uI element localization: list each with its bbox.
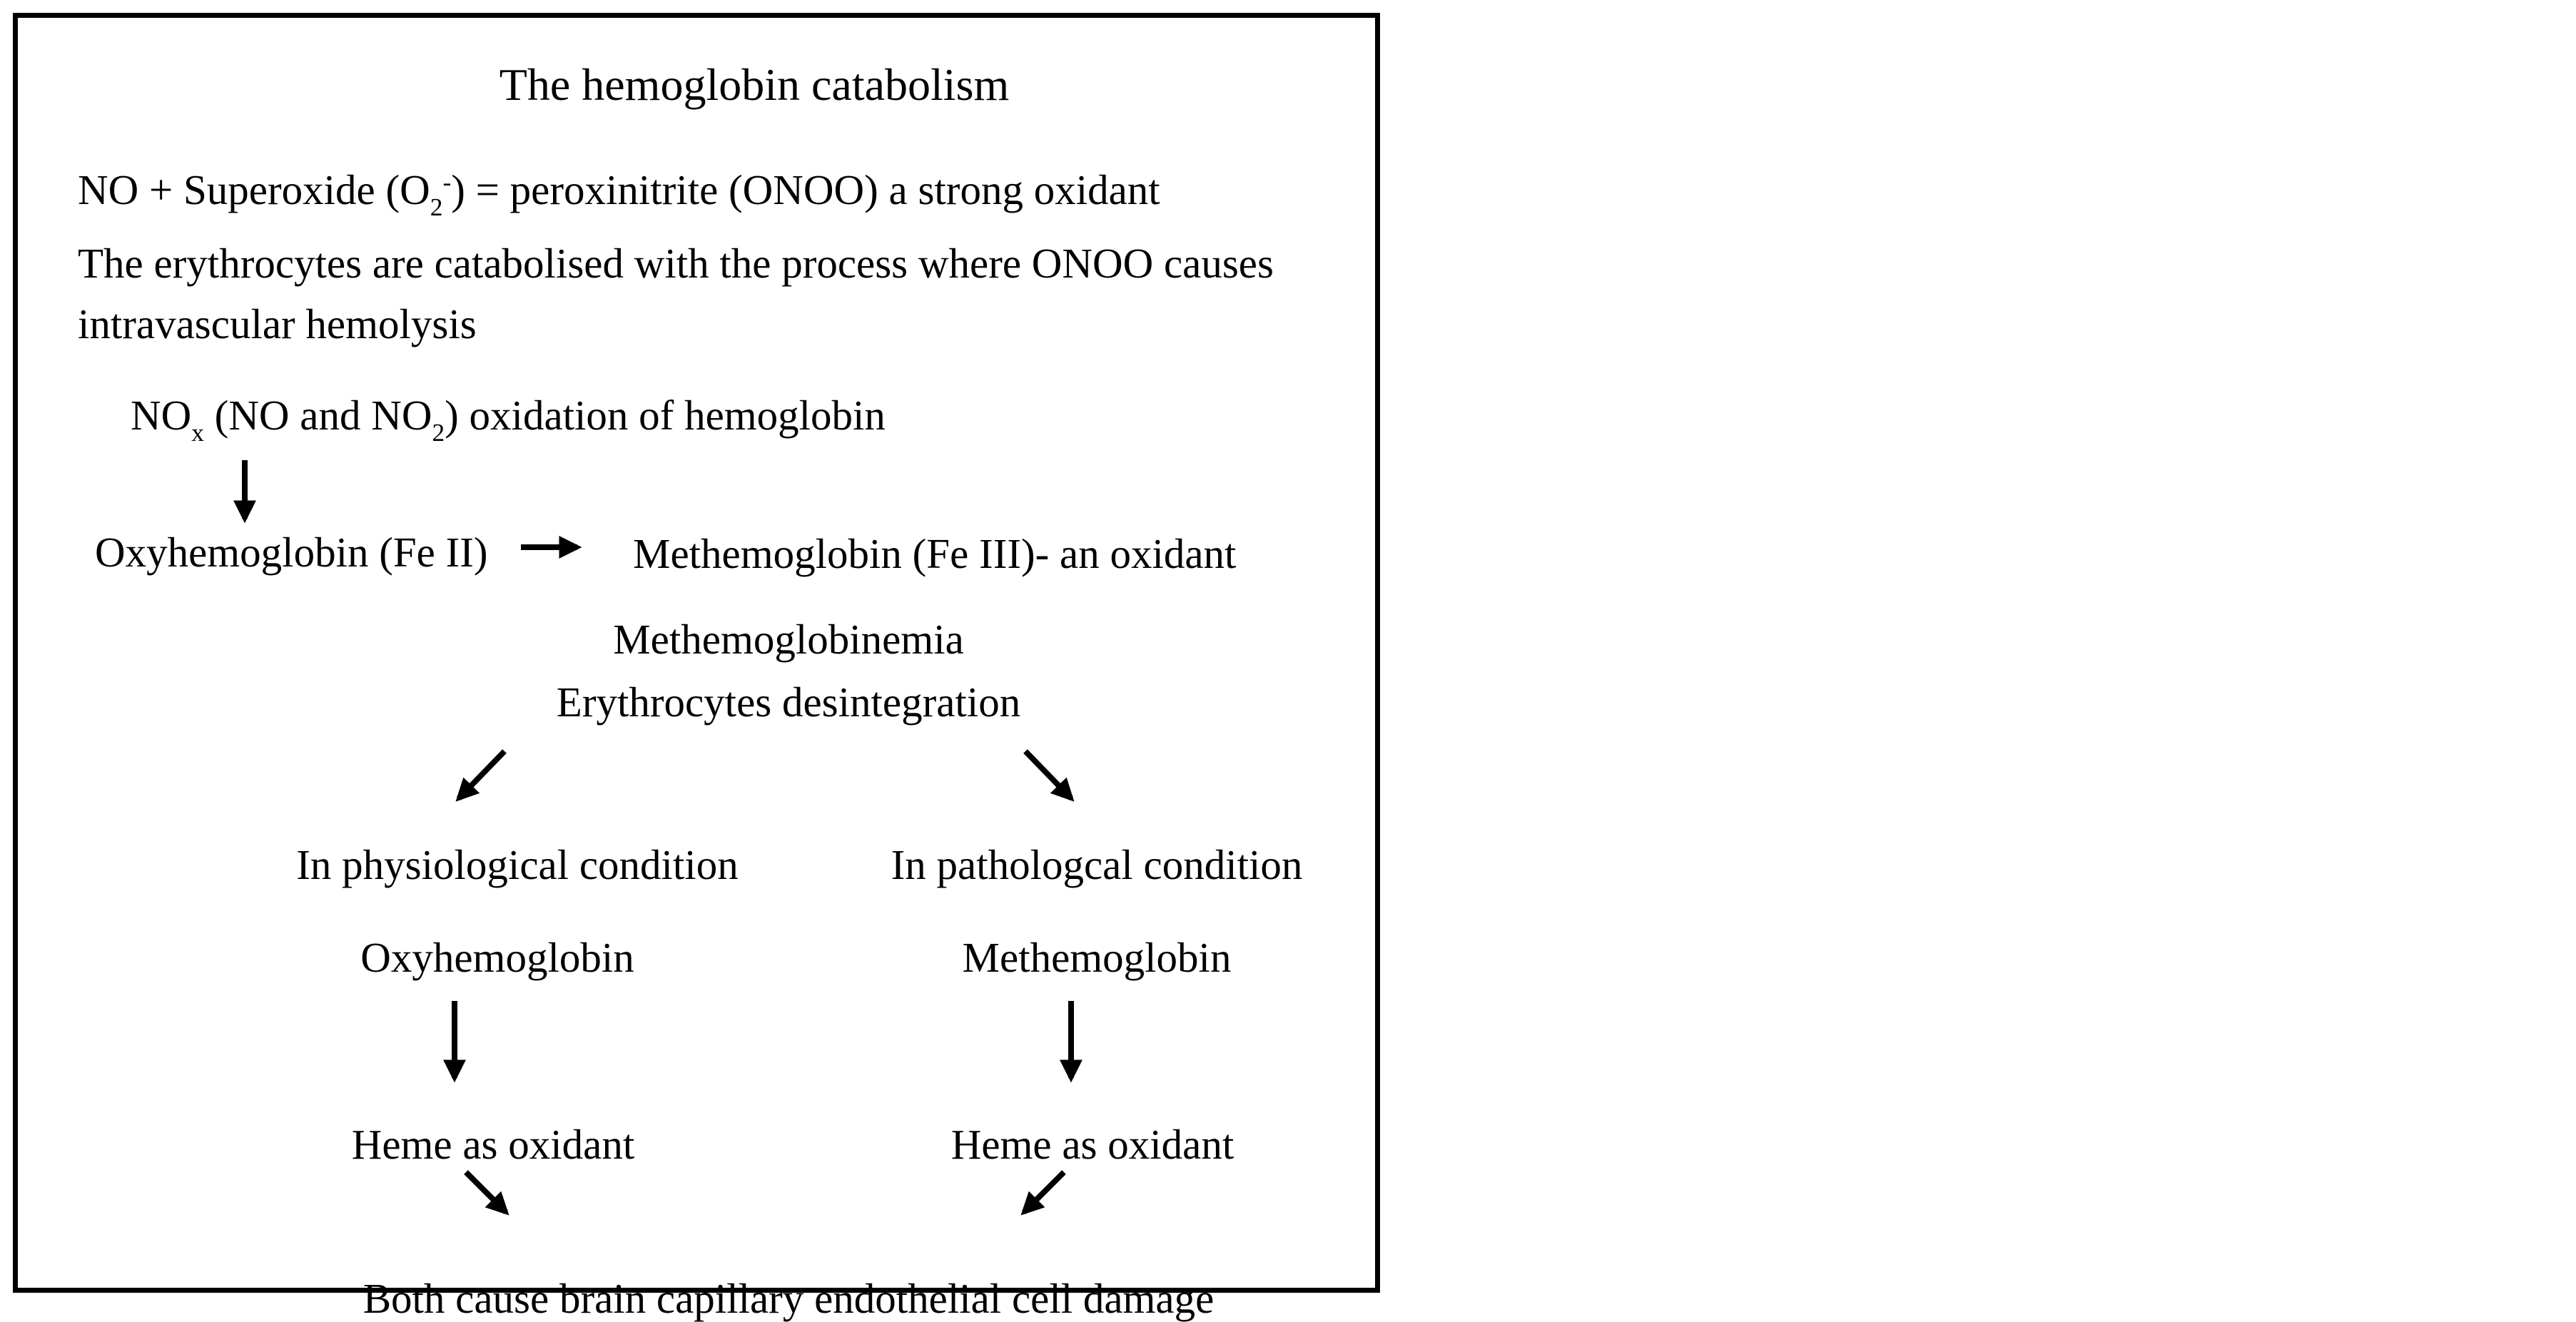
left-condition: In physiological condition — [296, 841, 739, 888]
diagram-title: The hemoglobin catabolism — [499, 59, 1010, 110]
erythrocytes-disintegration-label: Erythrocytes desintegration — [556, 678, 1021, 726]
methemoglobin-fe-iii: Methemoglobin (Fe III)- an oxidant — [633, 530, 1237, 577]
nox-text-1: NO — [131, 392, 192, 439]
right-molecule: Methemoglobin — [962, 934, 1232, 981]
reaction-subscript: 2 — [430, 192, 443, 221]
arrows-layer — [233, 460, 1082, 1216]
oxyhemoglobin-fe-ii: Oxyhemoglobin (Fe II) — [95, 529, 488, 576]
nox-subscript-2: 2 — [432, 417, 445, 447]
methemoglobinemia-label: Methemoglobinemia — [613, 616, 964, 663]
arrow-left-heme-to-damage — [464, 1170, 509, 1216]
arrow-to-pathological — [1023, 749, 1075, 802]
nox-text-2: (NO and NO — [203, 392, 432, 439]
reaction-text-1: NO + Superoxide (O — [78, 166, 430, 213]
nox-oxidation-line: NOx (NO and NO2) oxidation of hemoglobin — [131, 392, 886, 445]
nox-text-3: ) oxidation of hemoglobin — [445, 392, 886, 439]
arrow-to-physiological — [455, 749, 507, 802]
right-heme-oxidant: Heme as oxidant — [950, 1121, 1234, 1168]
right-condition: In pathologcal condition — [891, 841, 1303, 888]
left-molecule: Oxyhemoglobin — [360, 934, 634, 981]
reaction-text-2: ) = peroxinitrite (ONOO) a strong oxidan… — [451, 166, 1160, 213]
left-heme-oxidant: Heme as oxidant — [351, 1121, 635, 1168]
reaction-superscript: - — [442, 167, 452, 196]
intro-line-1: The erythrocytes are catabolised with th… — [78, 240, 1274, 287]
reaction-equation: NO + Superoxide (O2-) = peroxinitrite (O… — [78, 166, 1160, 220]
intro-line-2: intravascular hemolysis — [78, 300, 477, 347]
arrow-right-heme-to-damage — [1020, 1170, 1066, 1216]
nox-subscript-1: x — [191, 417, 204, 447]
diagram-frame: The hemoglobin catabolism NO + Superoxid… — [13, 13, 1380, 1320]
